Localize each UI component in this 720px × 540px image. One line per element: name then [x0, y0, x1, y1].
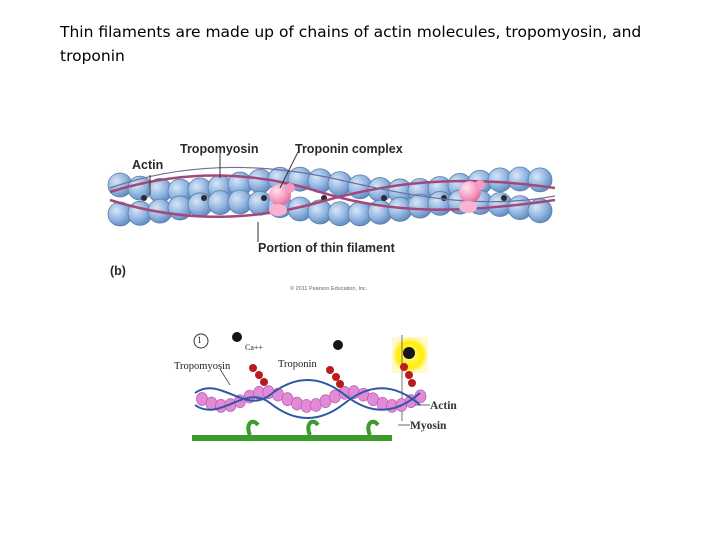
binding-site-dot [441, 195, 447, 201]
calcium-binding-figure: 1 Ca++ Tropomyosin Troponin Actin Myosin [160, 325, 480, 455]
label-detail-troponin: Troponin [278, 359, 317, 370]
actin-bead-chain [108, 167, 552, 226]
label-myosin: Myosin [410, 420, 446, 432]
myosin-filament [192, 422, 392, 441]
panel-label: (b) [110, 264, 126, 278]
detail-troponin [249, 363, 416, 388]
copyright-notice: © 2011 Pearson Education, Inc. [290, 286, 367, 292]
detail-actin-bead [377, 397, 388, 410]
label-troponin-complex: Troponin complex [295, 142, 403, 156]
step-number: 1 [197, 335, 202, 345]
label-tropomyosin: Tropomyosin [180, 142, 258, 156]
binding-site-dot [141, 195, 147, 201]
thin-filament-figure: Actin Tropomyosin Troponin complex Porti… [100, 130, 570, 300]
label-actin: Actin [132, 158, 163, 172]
binding-site-dot [501, 195, 507, 201]
label-detail-actin: Actin [430, 400, 457, 412]
slide-title: Thin filaments are made up of chains of … [60, 20, 680, 68]
detail-actin-bead [292, 397, 303, 410]
label-detail-tropomyosin: Tropomyosin [174, 361, 230, 372]
calcium-binding-illustration [160, 325, 480, 455]
binding-site-dot [381, 195, 387, 201]
binding-site-dot [261, 195, 267, 201]
label-thin-filament: Portion of thin filament [258, 241, 395, 255]
label-calcium: Ca++ [245, 343, 263, 352]
binding-site-dot [201, 195, 207, 201]
detail-actin-bead [206, 397, 217, 410]
